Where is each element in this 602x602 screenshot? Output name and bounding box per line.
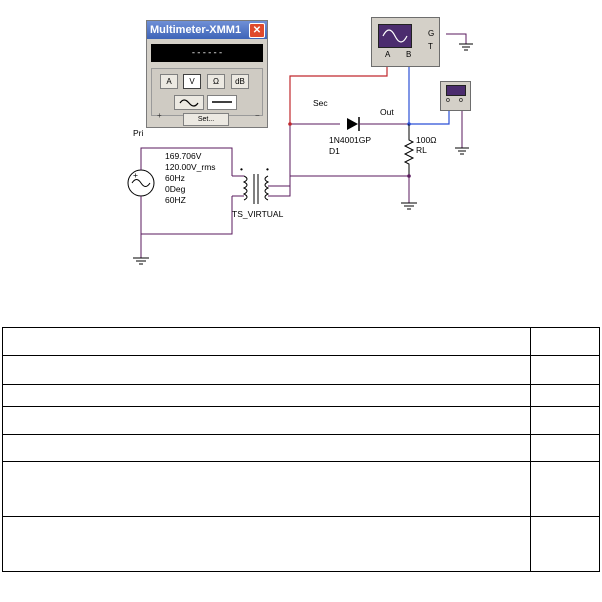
table-row xyxy=(1,516,600,572)
ground-symbol-scope xyxy=(459,43,473,51)
ground-symbol-left xyxy=(133,257,149,265)
label-diode-part: 1N4001GP xyxy=(329,135,371,145)
channel-b-label: B xyxy=(406,50,412,59)
table-cell[interactable] xyxy=(530,434,600,462)
wire-probe-plus xyxy=(409,110,450,125)
resistor-rl[interactable] xyxy=(403,124,415,176)
multimeter-panel[interactable]: Multimeter-XMM1 ✕ ------ A V Ω dB + Set.… xyxy=(146,20,268,128)
table-cell[interactable] xyxy=(1,327,532,356)
multimeter-display: ------ xyxy=(151,44,263,62)
amps-button[interactable]: A xyxy=(160,74,178,89)
multimeter-controls: A V Ω dB xyxy=(151,68,263,116)
dc-line-icon xyxy=(212,101,232,103)
decibel-button[interactable]: dB xyxy=(231,74,249,89)
label-freq: 60Hz xyxy=(165,173,185,183)
table-row xyxy=(1,461,600,517)
table-cell[interactable] xyxy=(530,327,600,356)
ac-mode-button[interactable] xyxy=(174,95,204,110)
transformer[interactable]: • • xyxy=(232,164,270,204)
table-cell[interactable] xyxy=(1,355,532,385)
multimeter-title: Multimeter-XMM1 xyxy=(150,24,242,36)
wire-pri-bottom xyxy=(140,196,233,235)
trigger-label: T xyxy=(428,42,433,51)
multimeter-title-bar[interactable]: Multimeter-XMM1 ✕ xyxy=(147,21,267,39)
table-cell[interactable] xyxy=(1,406,532,435)
probe-plus-terminal[interactable]: o xyxy=(446,97,450,104)
ohms-button[interactable]: Ω xyxy=(207,74,225,89)
oscilloscope[interactable]: A B G T xyxy=(371,17,440,67)
label-sec: Sec xyxy=(313,98,328,108)
svg-text:•: • xyxy=(266,164,269,174)
circuit-schematic: + • • xyxy=(118,2,486,278)
oscilloscope-screen xyxy=(378,24,412,48)
table-cell[interactable] xyxy=(530,384,600,407)
table-cell[interactable] xyxy=(1,384,532,407)
table-row xyxy=(1,406,600,435)
set-button[interactable]: Set... xyxy=(183,113,229,126)
table-cell[interactable] xyxy=(530,516,600,572)
label-phase: 0Deg xyxy=(165,184,186,194)
ground-label: G xyxy=(428,29,435,38)
wire-pri-top xyxy=(140,147,233,176)
svg-text:•: • xyxy=(240,164,243,174)
probe-minus-terminal[interactable]: o xyxy=(459,97,463,104)
probe-screen xyxy=(446,85,466,96)
label-freq2: 60HZ xyxy=(165,195,186,205)
table-cell[interactable] xyxy=(530,461,600,517)
label-transformer: TS_VIRTUAL xyxy=(232,209,284,219)
close-icon[interactable]: ✕ xyxy=(249,23,265,38)
wire-scope-ground xyxy=(446,33,467,44)
table-cell[interactable] xyxy=(1,434,532,462)
label-out: Out xyxy=(380,107,394,117)
label-pri: Pri xyxy=(133,128,144,138)
ac-source[interactable]: + xyxy=(127,169,155,197)
label-resistor-value: 100Ω xyxy=(416,135,437,145)
terminal-minus[interactable]: − xyxy=(255,111,260,120)
sine-wave-icon xyxy=(382,29,408,43)
label-resistor-ref: RL xyxy=(416,145,427,155)
table-row xyxy=(1,355,600,385)
table-row xyxy=(1,384,600,407)
table-cell[interactable] xyxy=(530,355,600,385)
table-row xyxy=(1,327,600,356)
table-row xyxy=(1,434,600,462)
label-peak: 169.706V xyxy=(165,151,202,161)
table-cell[interactable] xyxy=(1,461,532,517)
wire-sec-mid xyxy=(268,176,291,197)
volts-button[interactable]: V xyxy=(183,74,201,89)
table-cell[interactable] xyxy=(1,516,532,572)
data-table xyxy=(1,327,600,572)
channel-a-label: A xyxy=(385,50,391,59)
label-diode-ref: D1 xyxy=(329,146,340,156)
sine-wave-icon xyxy=(179,99,199,107)
probe-instrument[interactable]: o o xyxy=(440,81,471,111)
label-rms: 120.00V_rms xyxy=(165,162,216,172)
ground-symbol-probe xyxy=(455,147,469,155)
wire-channel-a xyxy=(289,66,388,124)
svg-text:+: + xyxy=(133,170,138,180)
ground-symbol-right xyxy=(401,202,417,210)
terminal-plus[interactable]: + xyxy=(157,111,162,120)
table-cell[interactable] xyxy=(530,406,600,435)
dc-mode-button[interactable] xyxy=(207,95,237,110)
